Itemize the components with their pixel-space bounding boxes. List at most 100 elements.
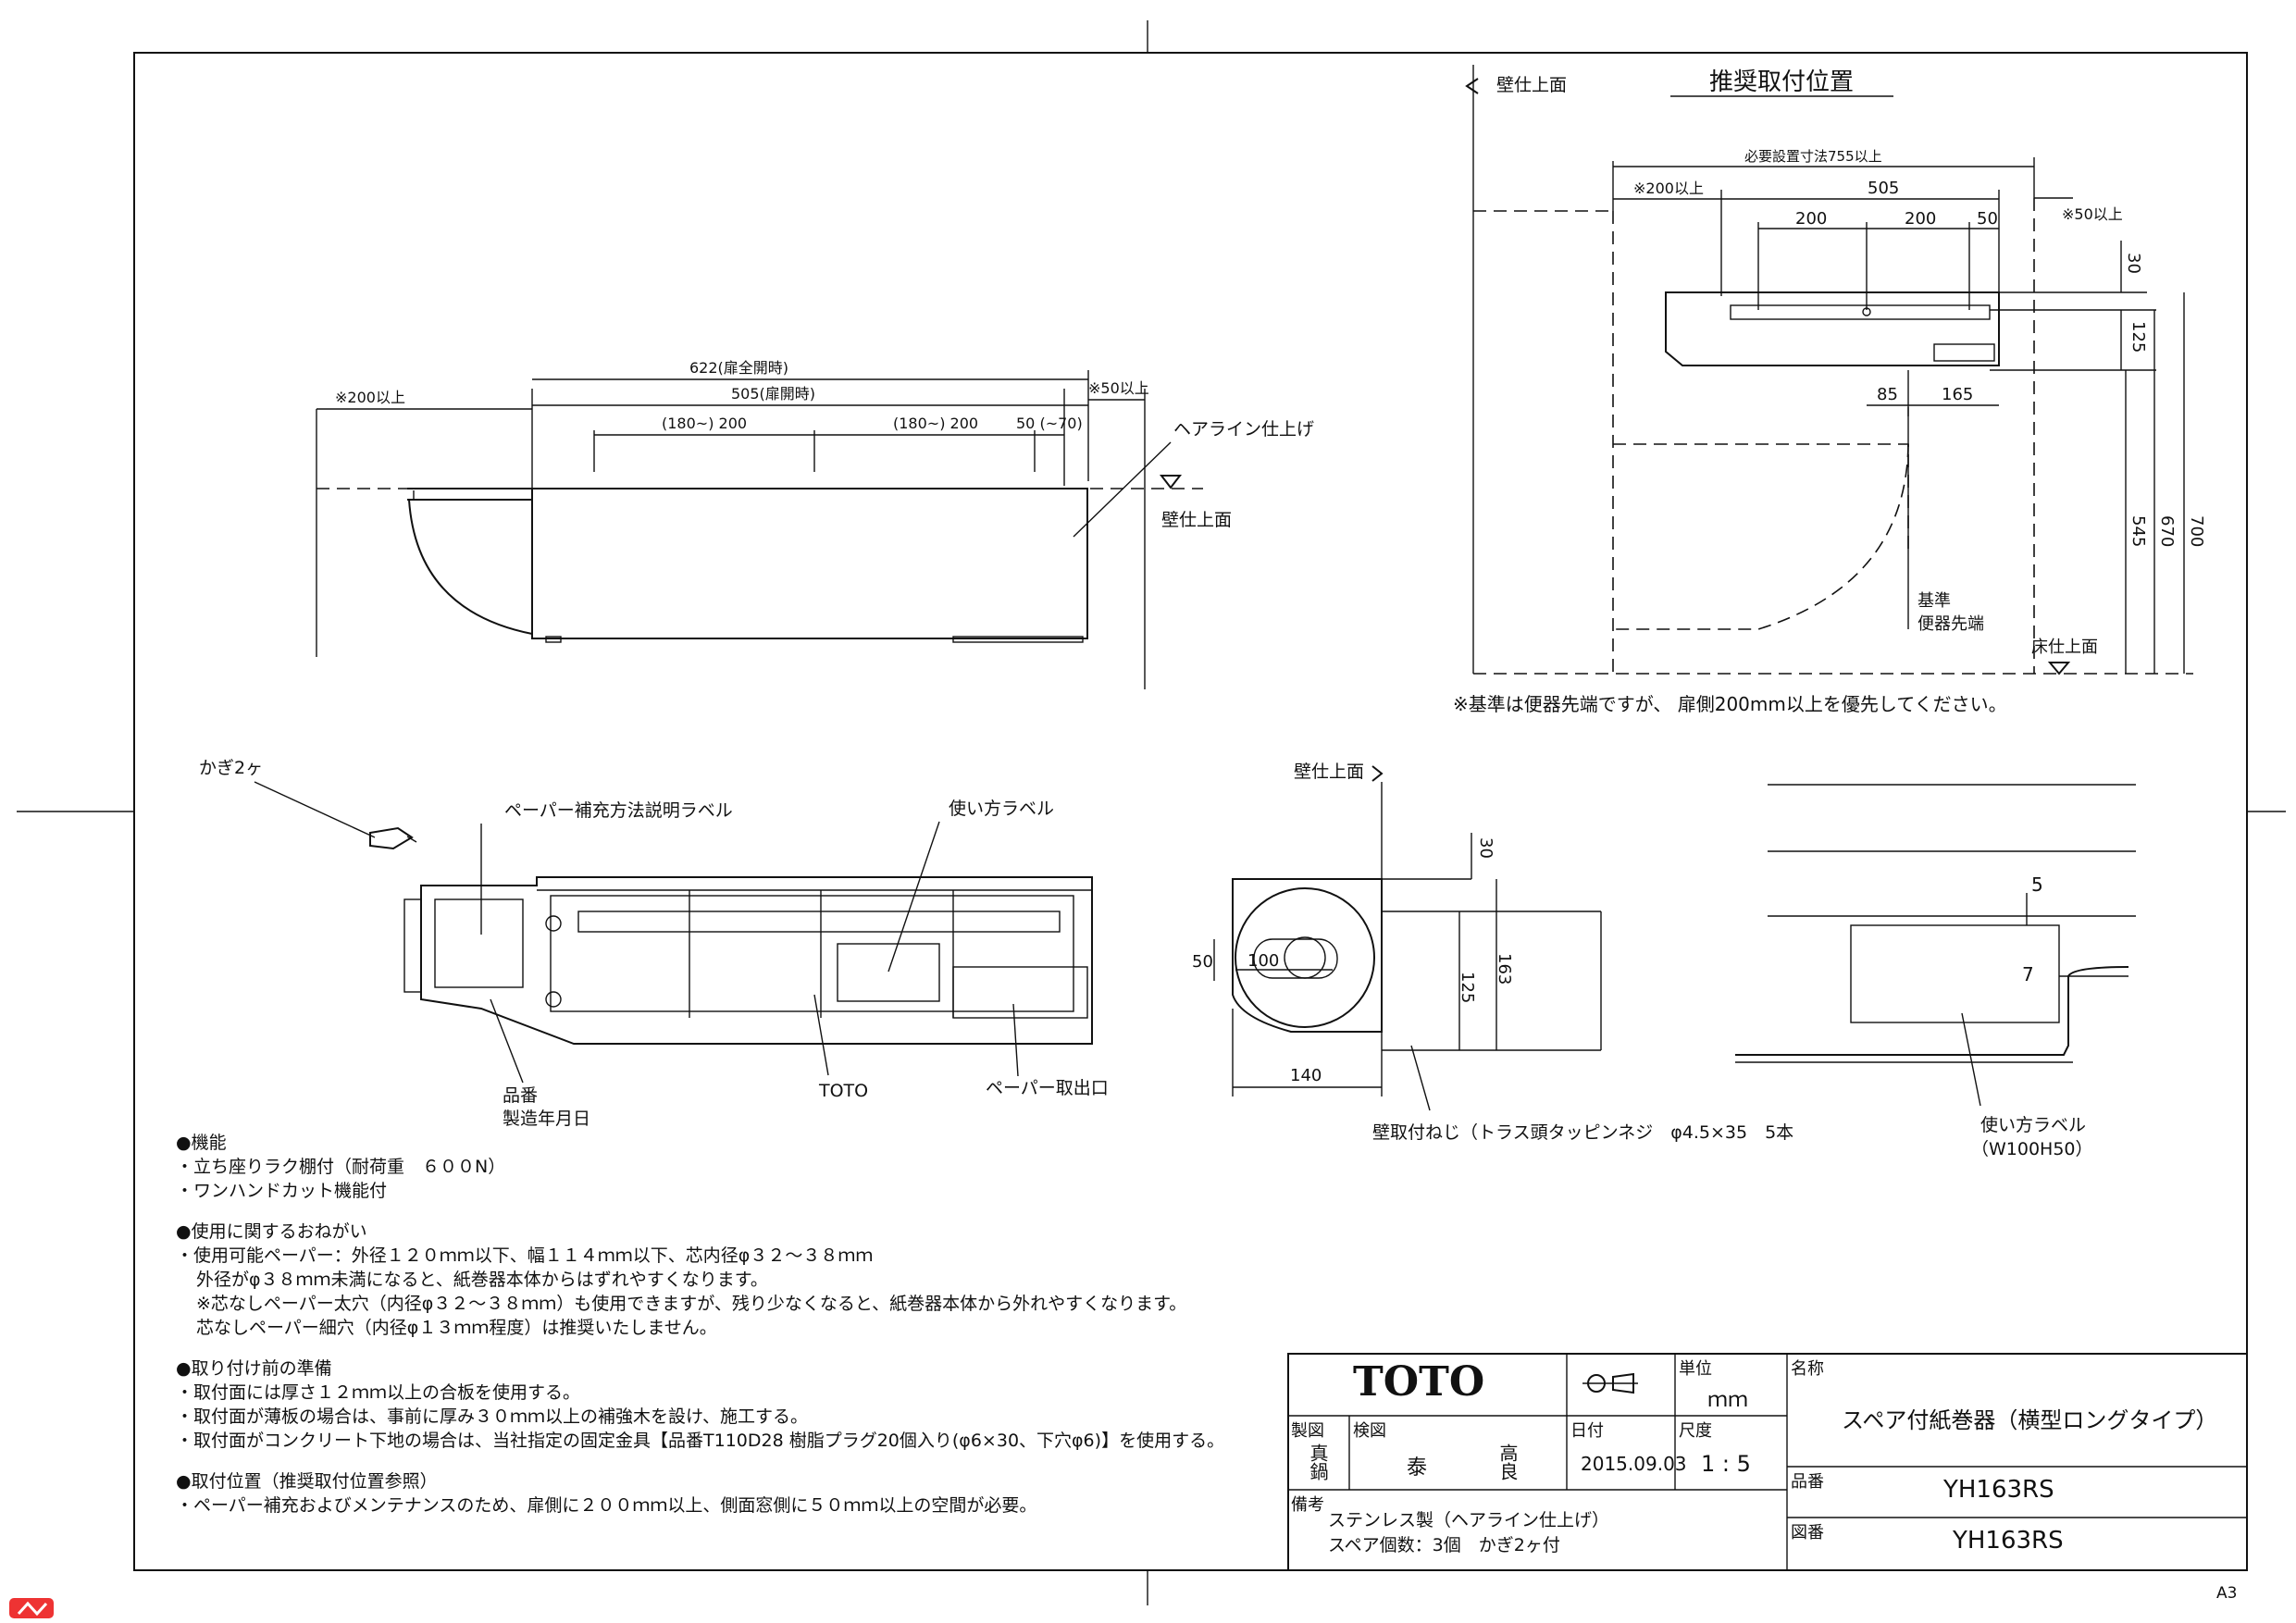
scale-value: 1 : 5 <box>1701 1451 1751 1477</box>
toto-label-drawing: TOTO <box>818 1081 868 1101</box>
dim-7-label: 7 <box>2022 963 2034 985</box>
usage-label-size: （W100H50） <box>1971 1139 2093 1159</box>
label-position-view: 5 7 使い方ラベル （W100H50） <box>1735 784 2136 1159</box>
dim-50-side: 50 <box>1192 952 1213 972</box>
front-view: 622(扉全開時) 505(扉開時) ※200以上 ※50以上 (180~) 2… <box>316 359 1314 689</box>
dim-125-rec: 125 <box>2128 321 2148 353</box>
screw-label: 壁取付ねじ（トラス頭タッピンネジ φ4.5×35 5本 <box>1372 1122 1793 1143</box>
dwgno-label: 図番 <box>1791 1523 1824 1542</box>
unit-label: 単位 <box>1679 1359 1712 1379</box>
dim-50-min: ※50以上 <box>1088 379 1149 397</box>
key-label: かぎ2ヶ <box>199 758 263 778</box>
dim-200-a: (180~) 200 <box>662 415 747 432</box>
dim-200-b-rec: 200 <box>1905 209 1936 229</box>
name-label: 名称 <box>1791 1359 1824 1379</box>
part-no-label: 品番 <box>503 1085 538 1106</box>
dwgno-value: YH163RS <box>1953 1527 2064 1555</box>
note-line: 芯なしペーパー細穴（内径φ１３ｍｍ程度）は推奨いたしません。 <box>196 1318 717 1338</box>
remarks-1: ステンレス製（ヘアライン仕上げ） <box>1328 1510 1610 1530</box>
notes-section: ●機能 ・立ち座りラク棚付（耐荷重 ６００N） ・ワンハンドカット機能付 ●使用… <box>176 1131 1286 1518</box>
usage-label-2: 使い方ラベル <box>1980 1115 2086 1135</box>
base-label-2: 便器先端 <box>1917 614 1984 634</box>
title-block <box>1287 1353 2248 1571</box>
dim-163-side: 163 <box>1495 953 1514 985</box>
sheet-size: A3 <box>2216 1584 2237 1603</box>
top-body <box>1665 291 2000 366</box>
dim-200-min: ※200以上 <box>335 389 405 406</box>
dim-505-rec: 505 <box>1868 179 1899 198</box>
dim-700: 700 <box>2187 515 2206 547</box>
scale-label: 尺度 <box>1679 1421 1712 1441</box>
titleblock-brand: TOTO <box>1353 1358 1485 1406</box>
dim-140-side: 140 <box>1290 1066 1322 1085</box>
outlet-label: ペーパー取出口 <box>986 1078 1109 1098</box>
usage-label: 使い方ラベル <box>949 799 1054 819</box>
recommended-title: 推奨取付位置 <box>1709 68 1854 96</box>
wall-top-label-rec: 壁仕上面 <box>1496 75 1567 95</box>
note-line: ・取付面には厚さ１２ｍｍ以上の合板を使用する。 <box>176 1382 581 1403</box>
date-label: 日付 <box>1570 1421 1604 1441</box>
note-line: 外径がφ３８ｍｍ未満になると、紙巻器本体からはずれやすくなります。 <box>196 1270 768 1290</box>
checked-value-2: 高良 <box>1496 1443 1519 1481</box>
dim-5-label: 5 <box>2031 873 2043 896</box>
notes-heading-usage: ●使用に関するおねがい <box>176 1221 367 1242</box>
recommended-position-view: 推奨取付位置 壁仕上面 必要設置寸法755以上 ※200以上 505 ※50以上… <box>1453 65 2206 715</box>
side-view: 壁仕上面 30 125 163 50 100 140 壁取付ねじ（トラス頭タッピ… <box>1192 762 1793 1143</box>
dim-200-a-rec: 200 <box>1795 209 1827 229</box>
dim-670: 670 <box>2157 515 2177 547</box>
hairline-label: ヘアライン仕上げ <box>1173 419 1314 440</box>
wall-top-label-front: 壁仕上面 <box>1161 510 1232 530</box>
door-swing <box>1613 443 1909 555</box>
dim-505: 505(扉開時) <box>731 385 815 403</box>
dim-200-b: (180~) 200 <box>893 415 978 432</box>
dim-622: 622(扉全開時) <box>689 359 788 377</box>
checked-label: 検図 <box>1353 1421 1386 1441</box>
note-line: ・ペーパー補充およびメンテナンスのため、扉側に２００ｍｍ以上、側面窓側に５０ｍｍ… <box>176 1495 1037 1516</box>
dim-125-side: 125 <box>1458 972 1477 1003</box>
dim-755: 必要設置寸法755以上 <box>1744 148 1882 165</box>
note-line: ・取付面が薄板の場合は、事前に厚み３０ｍｍ以上の補強木を設け、施工する。 <box>176 1406 809 1427</box>
usage-label-area <box>1850 924 2060 1023</box>
dim-200-min-rec: ※200以上 <box>1633 180 1704 197</box>
corner-logo-icon <box>9 1598 54 1618</box>
key-icon <box>369 826 417 850</box>
note-line: ※芯なしペーパー太穴（内径φ３２～３８ｍｍ）も使用できますが、残り少なくなると、… <box>196 1294 1187 1314</box>
note-line: ・立ち座りラク棚付（耐荷重 ６００N） <box>176 1157 506 1177</box>
note-line: ・ワンハンドカット機能付 <box>176 1181 388 1201</box>
dim-50-min-rec: ※50以上 <box>2062 205 2123 223</box>
unit-value: ｍｍ <box>1707 1389 1749 1412</box>
dim-30-side: 30 <box>1476 837 1496 859</box>
partno-label: 品番 <box>1791 1472 1824 1492</box>
dim-85: 85 <box>1877 385 1898 404</box>
paper-label: ペーパー補充方法説明ラベル <box>504 800 733 821</box>
drawn-label: 製図 <box>1291 1421 1324 1441</box>
priority-note: ※基準は便器先端ですが、 扉側200mm以上を優先してください。 <box>1453 693 2007 715</box>
name-value: スペア付紙巻器（横型ロングタイプ） <box>1842 1407 2218 1433</box>
dim-50: 50 (~70) <box>1016 415 1083 432</box>
partno-value: YH163RS <box>1943 1476 2054 1504</box>
drawn-value: 真鍋 <box>1307 1443 1329 1481</box>
checked-value-1: 泰 <box>1407 1456 1428 1480</box>
cross-section-icon <box>1578 1369 1643 1397</box>
base-label-1: 基準 <box>1917 591 1951 611</box>
mfg-date-label: 製造年月日 <box>503 1109 590 1129</box>
front-body <box>531 488 1088 639</box>
dim-165: 165 <box>1942 385 1973 404</box>
front-detail-view: かぎ2ヶ ペーパー補充方法説明ラベル 使い方ラベル 品番 製造年月日 TOTO … <box>199 758 1109 1129</box>
remarks-2: スペア個数：3個 かぎ2ヶ付 <box>1328 1535 1560 1555</box>
notes-heading-function: ●機能 <box>176 1133 227 1153</box>
dim-30-rec: 30 <box>2124 253 2143 274</box>
notes-heading-prep: ●取り付け前の準備 <box>176 1358 332 1379</box>
note-line: ・取付面がコンクリート下地の場合は、当社指定の固定金具【品番T110D28 樹脂… <box>176 1431 1225 1451</box>
remarks-label: 備考 <box>1291 1495 1324 1515</box>
paper-roll <box>1235 887 1375 1028</box>
date-value: 2015.09.03 <box>1581 1453 1687 1475</box>
note-line: ・使用可能ペーパー：外径１２０ｍｍ以下、幅１１４ｍｍ以下、芯内径φ３２～３８ｍｍ <box>176 1245 874 1266</box>
floor-label: 床仕上面 <box>2031 638 2098 657</box>
dim-545: 545 <box>2128 515 2148 547</box>
wall-top-label-side: 壁仕上面 <box>1294 762 1364 782</box>
dim-50-rec: 50 <box>1977 209 1998 229</box>
dim-100-side: 100 <box>1247 951 1279 971</box>
notes-heading-position: ●取付位置（推奨取付位置参照） <box>176 1471 438 1492</box>
